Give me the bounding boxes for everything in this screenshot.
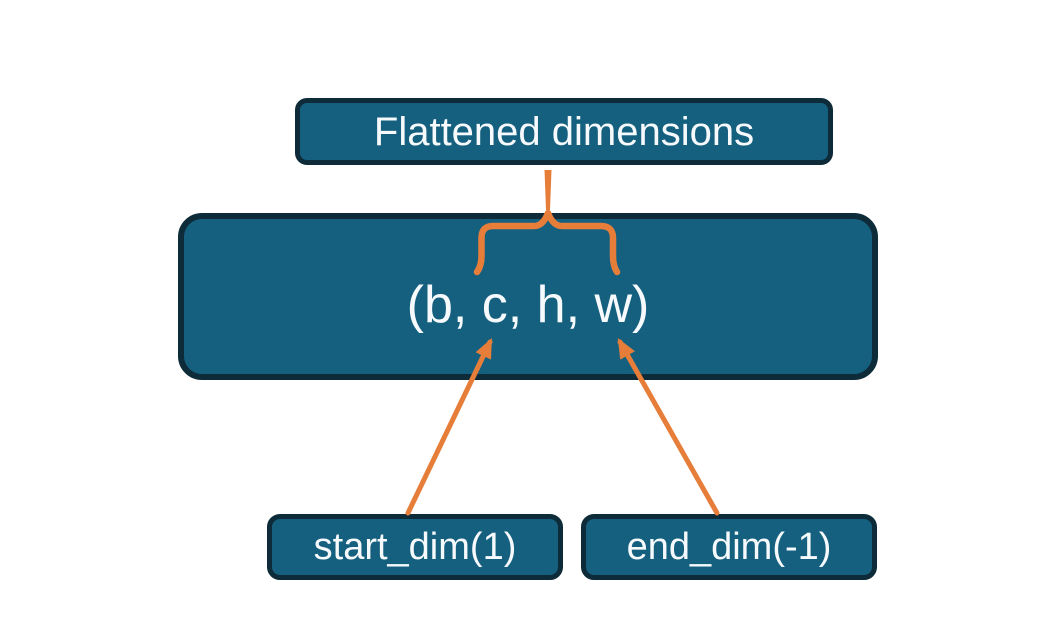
node-start-dim: start_dim(1) bbox=[267, 514, 563, 580]
node-flattened-dimensions: Flattened dimensions bbox=[295, 98, 833, 165]
node-start-dim-label: start_dim(1) bbox=[313, 526, 517, 568]
node-end-dim-label: end_dim(-1) bbox=[626, 526, 832, 568]
node-tensor-shape-label: (b, c, h, w) bbox=[406, 275, 650, 334]
brace-stem-connector bbox=[544, 170, 552, 210]
node-tensor-shape: (b, c, h, w) bbox=[178, 213, 878, 380]
node-flattened-dimensions-label: Flattened dimensions bbox=[373, 109, 755, 154]
node-end-dim: end_dim(-1) bbox=[581, 514, 877, 580]
